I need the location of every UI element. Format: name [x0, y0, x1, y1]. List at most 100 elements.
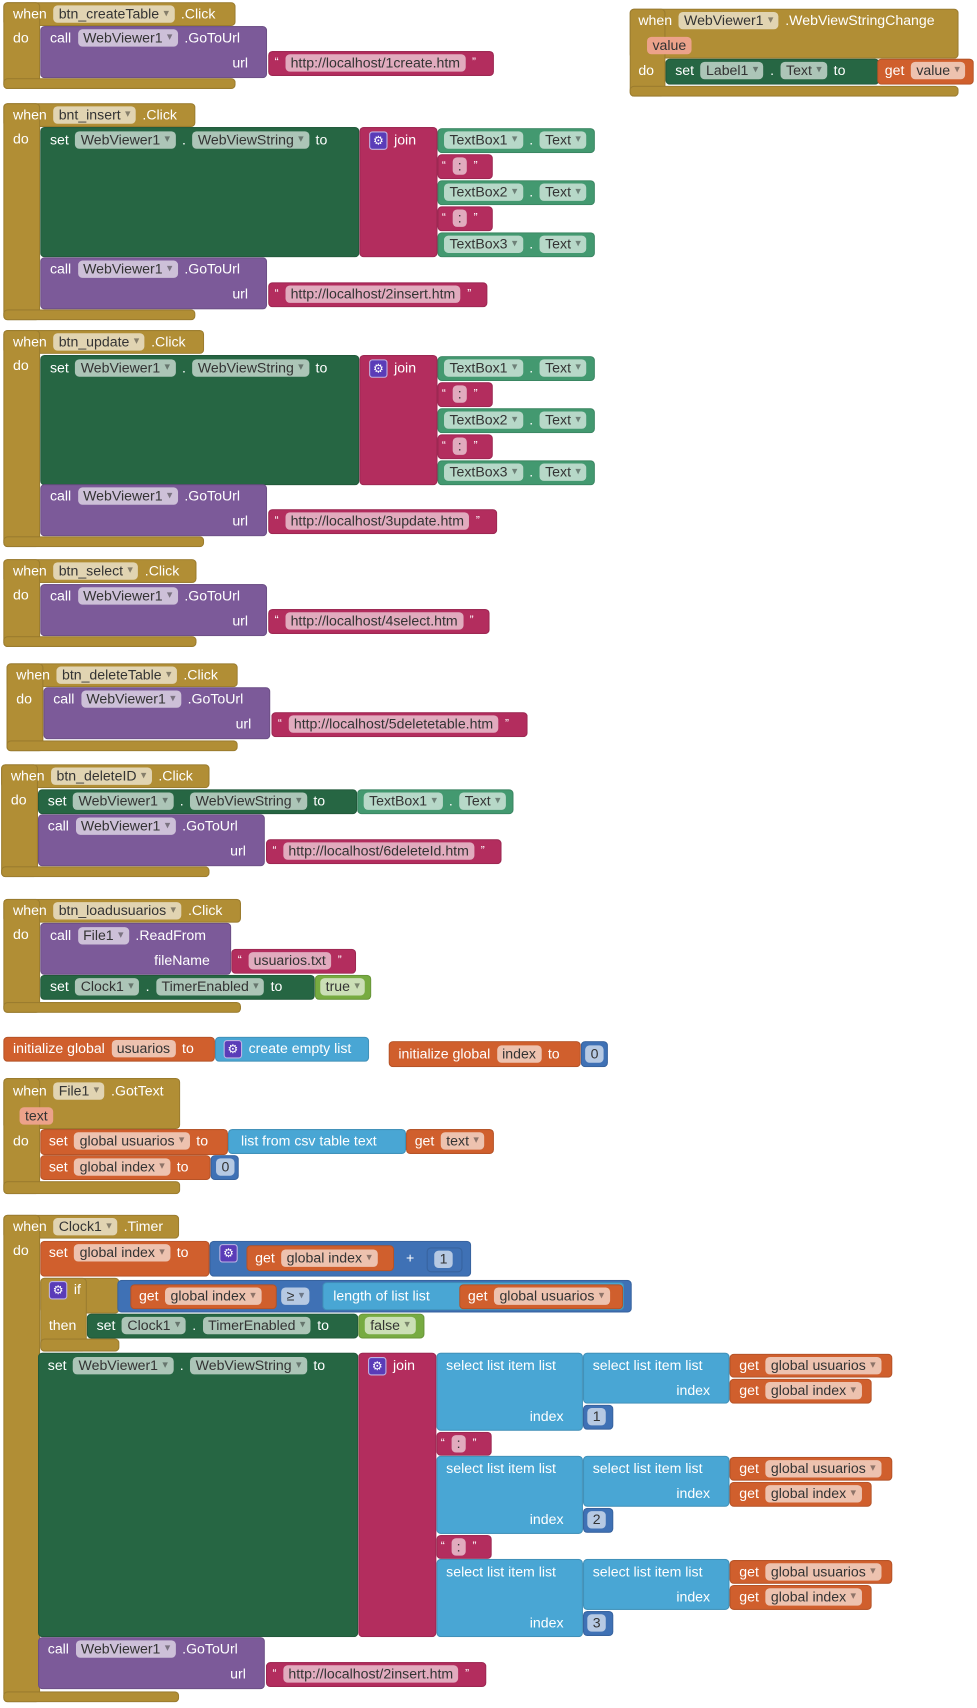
- number-field[interactable]: 2: [587, 1511, 607, 1529]
- component-dropdown[interactable]: btn_loadusuarios▾: [53, 902, 182, 920]
- event-block-footer[interactable]: [3, 636, 197, 648]
- if-block-footer[interactable]: [40, 1338, 120, 1352]
- property-dropdown[interactable]: Text▾: [780, 61, 828, 80]
- variable-dropdown[interactable]: global index▾: [765, 1588, 862, 1606]
- number-field[interactable]: 3: [587, 1614, 607, 1632]
- variable-name-field[interactable]: index: [496, 1045, 542, 1063]
- component-dropdown[interactable]: Label1▾: [700, 61, 764, 80]
- string-literal-field[interactable]: usuarios.txt: [248, 952, 332, 970]
- component-dropdown[interactable]: WebViewer1▾: [75, 1640, 176, 1658]
- join-block[interactable]: [358, 1352, 437, 1638]
- component-dropdown[interactable]: TextBox3▾: [444, 463, 523, 481]
- property-dropdown[interactable]: Text▾: [539, 183, 587, 201]
- property-dropdown[interactable]: Text▾: [539, 463, 587, 481]
- string-literal-field[interactable]: http://localhost/1create.htm: [285, 54, 466, 72]
- component-dropdown[interactable]: File1▾: [77, 927, 129, 945]
- component-dropdown[interactable]: WebViewer1▾: [77, 587, 178, 605]
- event-block-body[interactable]: [3, 330, 41, 548]
- string-literal-field[interactable]: :: [452, 209, 468, 227]
- string-literal-field[interactable]: http://localhost/2insert.htm: [282, 1665, 459, 1683]
- mutator-gear-icon[interactable]: ⚙: [368, 1356, 387, 1375]
- component-dropdown[interactable]: Clock1▾: [121, 1316, 186, 1335]
- variable-dropdown[interactable]: global index▾: [74, 1244, 171, 1262]
- property-dropdown[interactable]: Text▾: [539, 411, 587, 429]
- property-dropdown[interactable]: WebViewString▾: [192, 131, 310, 149]
- string-literal-field[interactable]: :: [451, 1435, 467, 1453]
- variable-dropdown[interactable]: global index▾: [74, 1158, 171, 1176]
- mutator-gear-icon[interactable]: ⚙: [369, 358, 388, 378]
- event-block-body[interactable]: [6, 663, 44, 752]
- component-dropdown[interactable]: bnt_insert▾: [53, 106, 136, 124]
- component-dropdown[interactable]: WebViewer1▾: [77, 487, 178, 505]
- string-literal-field[interactable]: http://localhost/6deleteId.htm: [282, 842, 475, 860]
- property-dropdown[interactable]: WebViewString▾: [190, 792, 307, 810]
- component-dropdown[interactable]: WebViewer1▾: [73, 792, 174, 810]
- select-list-item-block[interactable]: [582, 1455, 730, 1507]
- string-literal-field[interactable]: :: [452, 157, 468, 175]
- select-list-item-block[interactable]: [582, 1352, 730, 1404]
- property-dropdown[interactable]: Text▾: [539, 235, 587, 253]
- variable-dropdown[interactable]: value▾: [910, 61, 966, 80]
- mutator-gear-icon[interactable]: ⚙: [369, 130, 388, 150]
- property-dropdown[interactable]: Text▾: [539, 131, 587, 149]
- variable-dropdown[interactable]: text▾: [440, 1132, 485, 1150]
- event-block-footer[interactable]: [3, 309, 196, 321]
- event-block-footer[interactable]: [3, 1181, 181, 1195]
- variable-dropdown[interactable]: global usuarios▾: [765, 1357, 882, 1375]
- event-param[interactable]: value: [647, 36, 692, 55]
- mutator-gear-icon[interactable]: ⚙: [48, 1280, 68, 1299]
- event-param[interactable]: text: [19, 1107, 54, 1125]
- component-dropdown[interactable]: File1▾: [53, 1082, 105, 1100]
- component-dropdown[interactable]: btn_deleteTable▾: [56, 666, 177, 684]
- component-dropdown[interactable]: WebViewer1▾: [80, 690, 182, 708]
- event-block-body[interactable]: [3, 1214, 41, 1703]
- property-dropdown[interactable]: WebViewString▾: [190, 1357, 307, 1375]
- component-dropdown[interactable]: Clock1▾: [53, 1218, 118, 1236]
- component-dropdown[interactable]: Clock1▾: [75, 978, 140, 996]
- event-block-body[interactable]: [3, 1078, 41, 1195]
- property-dropdown[interactable]: WebViewString▾: [192, 359, 310, 377]
- component-dropdown[interactable]: TextBox2▾: [444, 411, 523, 429]
- event-block-footer[interactable]: [1, 866, 210, 878]
- component-dropdown[interactable]: TextBox3▾: [444, 235, 523, 253]
- property-dropdown[interactable]: TimerEnabled▾: [202, 1316, 311, 1335]
- variable-name-field[interactable]: usuarios: [111, 1040, 176, 1058]
- event-block-footer[interactable]: [3, 536, 205, 548]
- component-dropdown[interactable]: WebViewer1▾: [75, 131, 176, 149]
- mutator-gear-icon[interactable]: ⚙: [223, 1039, 243, 1058]
- string-literal-field[interactable]: http://localhost/2insert.htm: [285, 285, 461, 303]
- set-property-block[interactable]: [40, 127, 360, 258]
- component-dropdown[interactable]: btn_update▾: [53, 333, 145, 351]
- event-block-footer[interactable]: [629, 85, 959, 97]
- string-literal-field[interactable]: http://localhost/4select.htm: [285, 612, 464, 630]
- number-field[interactable]: 0: [216, 1158, 235, 1176]
- component-dropdown[interactable]: btn_createTable▾: [53, 5, 175, 23]
- string-literal-field[interactable]: :: [452, 385, 468, 403]
- number-field[interactable]: 1: [434, 1250, 453, 1268]
- list-from-csv-block[interactable]: [227, 1129, 407, 1154]
- component-dropdown[interactable]: WebViewer1▾: [75, 817, 176, 835]
- string-literal-field[interactable]: :: [451, 1538, 467, 1556]
- initialize-global-block[interactable]: [388, 1041, 581, 1068]
- call-method-block[interactable]: [40, 922, 232, 975]
- event-block-body[interactable]: [3, 559, 41, 648]
- variable-dropdown[interactable]: global usuarios▾: [74, 1132, 190, 1150]
- variable-dropdown[interactable]: global index▾: [765, 1485, 862, 1503]
- initialize-global-block[interactable]: [3, 1036, 215, 1062]
- component-dropdown[interactable]: WebViewer1▾: [75, 359, 176, 377]
- component-dropdown[interactable]: TextBox1▾: [444, 359, 523, 377]
- variable-dropdown[interactable]: global usuarios▾: [494, 1287, 610, 1305]
- event-block-footer[interactable]: [3, 1691, 180, 1703]
- property-dropdown[interactable]: Text▾: [539, 359, 587, 377]
- select-list-item-block[interactable]: [436, 1558, 583, 1638]
- variable-dropdown[interactable]: global usuarios▾: [765, 1563, 882, 1581]
- mutator-gear-icon[interactable]: ⚙: [219, 1243, 238, 1263]
- component-dropdown[interactable]: WebViewer1▾: [678, 11, 779, 30]
- component-dropdown[interactable]: WebViewer1▾: [77, 260, 178, 278]
- select-list-item-block[interactable]: [582, 1558, 730, 1610]
- number-field[interactable]: 1: [587, 1408, 607, 1426]
- string-literal-field[interactable]: http://localhost/5deletetable.htm: [288, 715, 499, 733]
- variable-dropdown[interactable]: global index▾: [765, 1381, 862, 1400]
- string-literal-field[interactable]: http://localhost/3update.htm: [285, 512, 470, 530]
